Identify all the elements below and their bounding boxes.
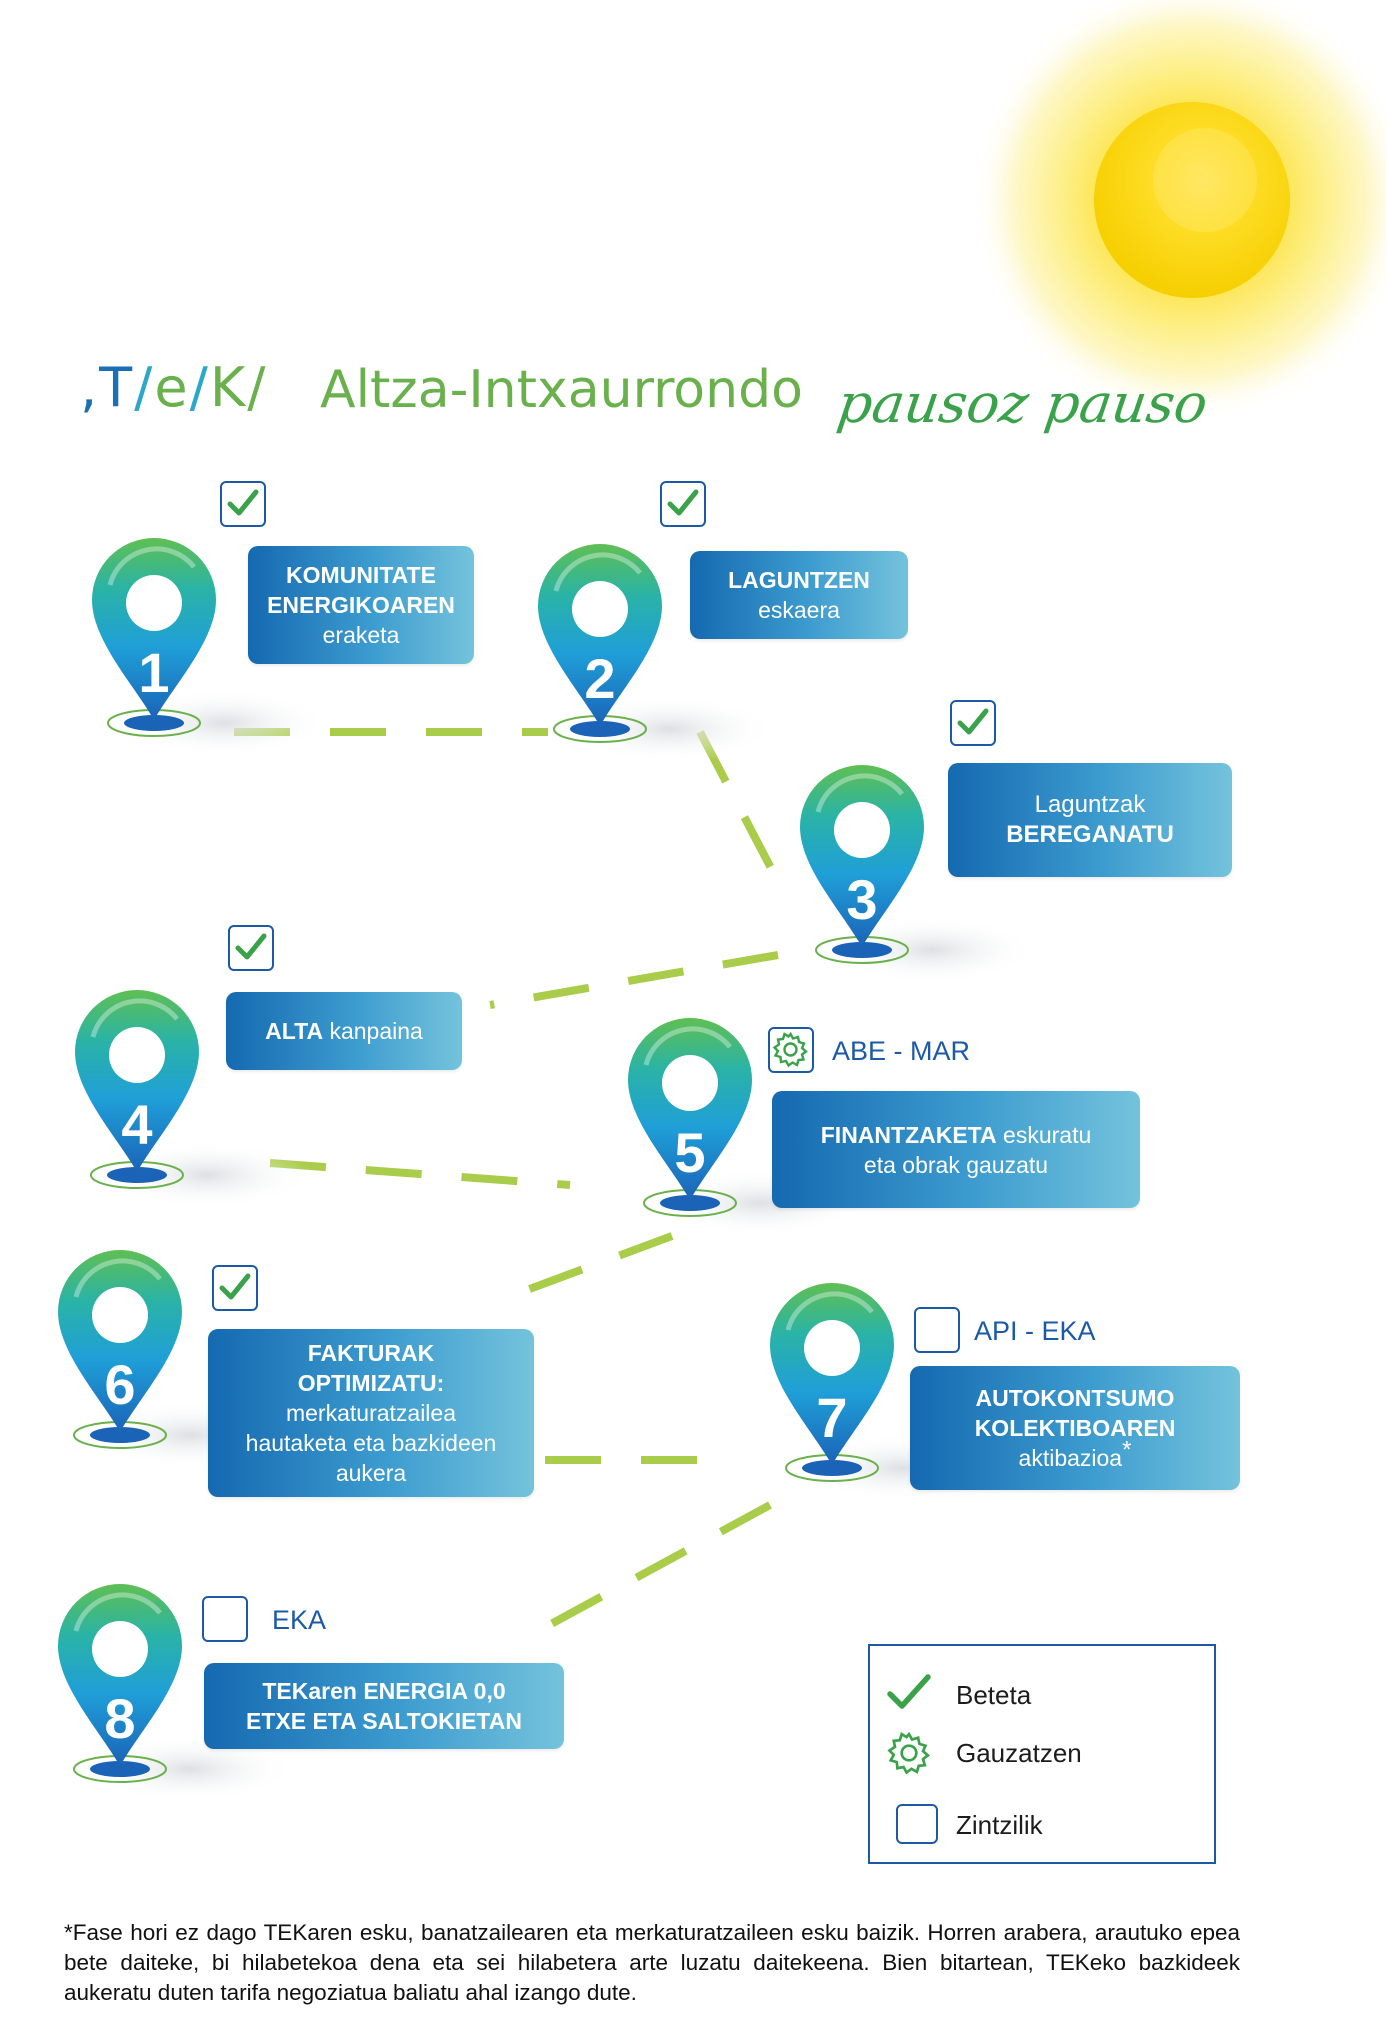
step-8-period: EKA [272, 1605, 327, 1635]
legend-label-pending: Zintzilik [956, 1810, 1043, 1840]
step-4-box: ALTA kanpaina [226, 992, 462, 1070]
step-5-gear-icon [768, 1027, 814, 1073]
step-8-title-2: ETXE ETA SALTOKIETAN [245, 1708, 522, 1734]
step-7-box: AUTOKONTSUMO KOLEKTIBOAREN aktibazioa* [910, 1366, 1240, 1490]
step-1-check-icon [220, 481, 266, 527]
step-3-title: BEREGANATU [1006, 821, 1174, 848]
step-2-box: LAGUNTZEN eskaera [690, 551, 908, 639]
step-5-subtitle-2: eta obrak gauzatu [863, 1151, 1049, 1178]
step-3-check-icon [950, 700, 996, 746]
step-6-title: FAKTURAK [307, 1340, 435, 1366]
pin-number-8: 8 [104, 1687, 135, 1750]
step-8-box: TEKaren ENERGIA 0,0 ETXE ETA SALTOKIETAN [204, 1663, 564, 1749]
step-5-period: ABE - MAR [832, 1036, 971, 1066]
step-6-subtitle: merkaturatzailea [285, 1400, 457, 1426]
tagline: pausoz pauso [833, 372, 1212, 435]
step-4-check-icon [228, 925, 274, 971]
step-1-subtitle: eraketa [322, 622, 400, 648]
pin-number-2: 2 [584, 647, 615, 710]
step-7-title: AUTOKONTSUMO [975, 1385, 1175, 1411]
step-5-box: FINANTZAKETA eskuratu eta obrak gauzatu [772, 1091, 1140, 1208]
step-5-subtitle: eskuratu [996, 1121, 1092, 1148]
step-7-title-2: KOLEKTIBOAREN [974, 1415, 1176, 1441]
step-3-subtitle: Laguntzak [1034, 791, 1146, 818]
step-6-subtitle-2: hautaketa eta bazkideen [245, 1430, 497, 1456]
brand-logo: ,T/e/K/ [80, 356, 268, 419]
step-1-box: KOMUNITATE ENERGIKOAREN eraketa [248, 546, 474, 664]
step-7-empty-box-icon [914, 1307, 960, 1353]
step-2-subtitle: eskaera [758, 597, 840, 623]
legend: Beteta Gauzatzen Zintzilik [868, 1644, 1216, 1864]
pin-number-1: 1 [138, 641, 169, 704]
step-8-title: TEKaren ENERGIA 0,0 [262, 1678, 506, 1704]
step-2-title: LAGUNTZEN [728, 567, 870, 593]
pin-number-4: 4 [121, 1093, 152, 1156]
pin-number-6: 6 [104, 1353, 135, 1416]
legend-label-done: Beteta [956, 1680, 1032, 1710]
pin-number-3: 3 [846, 868, 877, 931]
step-6-title-2: OPTIMIZATU: [297, 1370, 445, 1396]
legend-gear-icon [887, 1731, 931, 1775]
step-2-check-icon [660, 481, 706, 527]
legend-empty-box-icon [896, 1804, 938, 1844]
step-3-box: Laguntzak BEREGANATU [948, 763, 1232, 877]
legend-label-in-progress: Gauzatzen [956, 1738, 1082, 1768]
pin-number-5: 5 [674, 1121, 705, 1184]
legend-check-icon [887, 1674, 931, 1709]
step-6-box: FAKTURAK OPTIMIZATU: merkaturatzailea ha… [208, 1329, 534, 1497]
step-4-subtitle: kanpaina [323, 1018, 423, 1044]
step-5-title: FINANTZAKETA [820, 1121, 997, 1148]
footnote: *Fase hori ez dago TEKaren esku, banatza… [64, 1920, 1240, 2005]
step-1-title: KOMUNITATE [286, 562, 436, 588]
step-7-period: API - EKA [974, 1316, 1096, 1346]
step-6-check-icon [212, 1265, 258, 1311]
step-4-title: ALTA [265, 1018, 324, 1044]
pin-number-7: 7 [816, 1386, 847, 1449]
page-title: Altza-Intxaurrondo [320, 360, 803, 420]
step-7-subtitle: aktibazioa [1018, 1445, 1123, 1471]
step-8-empty-box-icon [202, 1596, 248, 1642]
step-7-footnote-mark: * [1122, 1436, 1132, 1464]
step-6-subtitle-3: aukera [335, 1460, 407, 1486]
step-1-title-2: ENERGIKOAREN [267, 592, 455, 618]
